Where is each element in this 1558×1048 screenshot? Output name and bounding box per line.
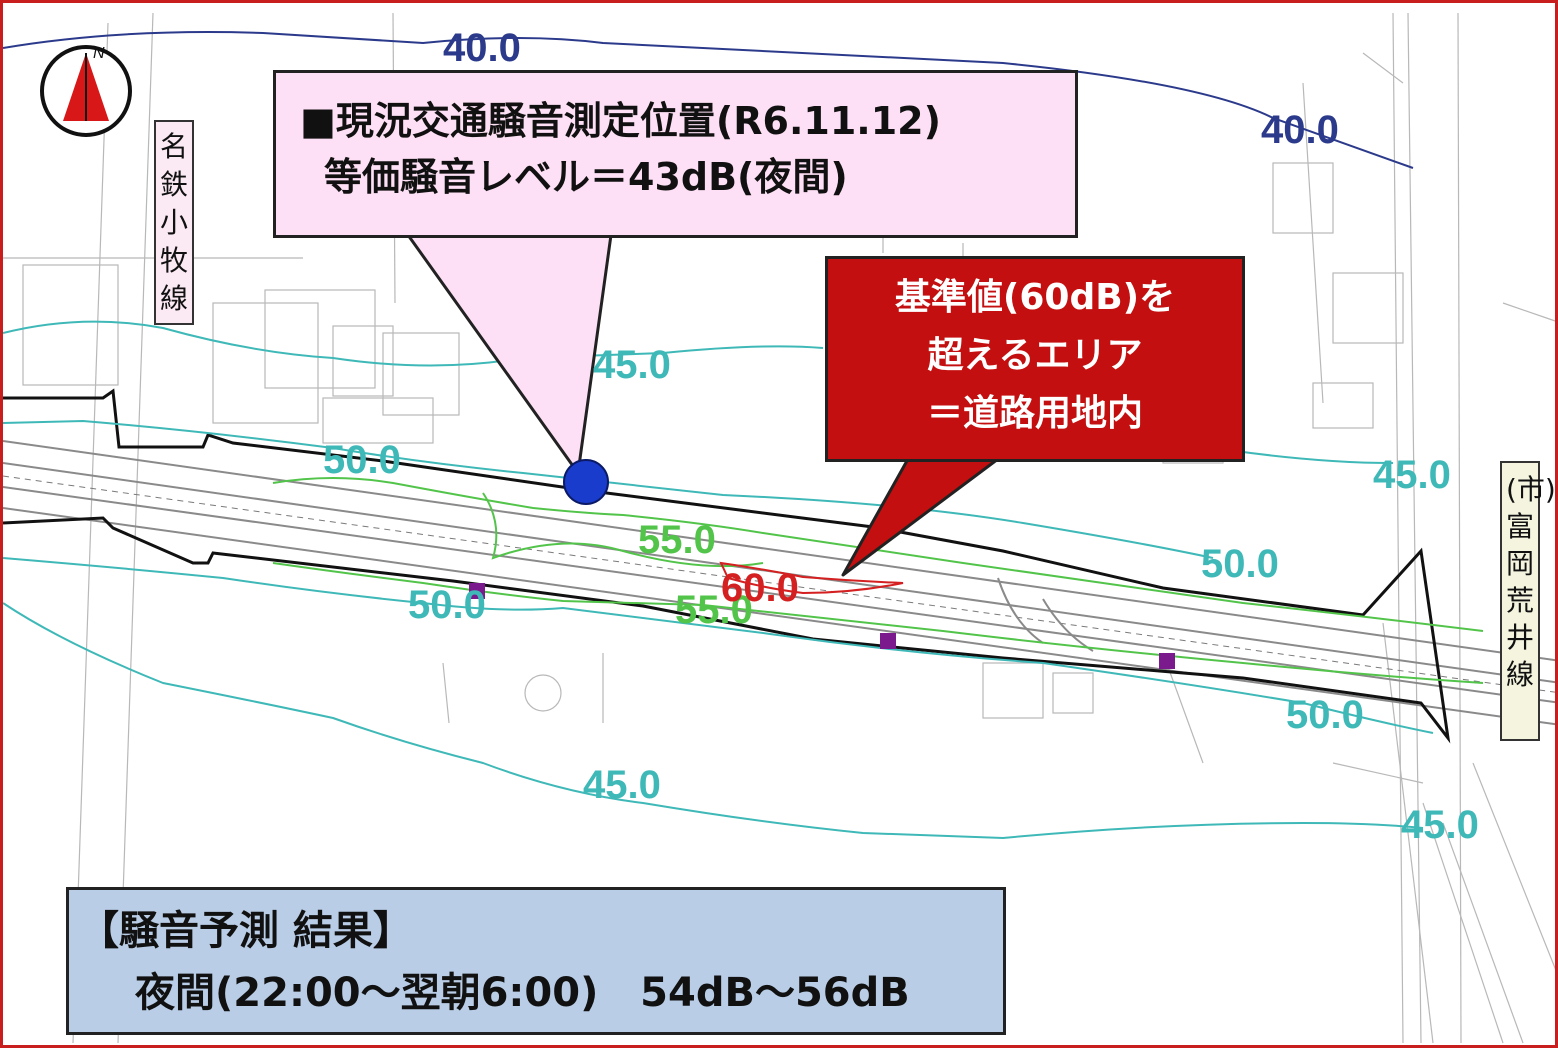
measurement-point-marker xyxy=(563,459,609,505)
contour-label-45-a: 45.0 xyxy=(593,343,671,387)
contour-label-45-c: 45.0 xyxy=(583,763,661,807)
city-road-label: (市)富岡荒井線 xyxy=(1500,461,1556,741)
contour-label-45-b: 45.0 xyxy=(1373,453,1451,497)
measurement-callout-level: 等価騒音レベル＝43dB(夜間) xyxy=(324,155,848,199)
contour-label-60: 60.0 xyxy=(721,566,799,610)
contour-label-55-a: 55.0 xyxy=(638,518,716,562)
measurement-callout-title: ■現況交通騒音測定位置(R6.11.12) xyxy=(300,99,941,143)
standard-callout-line3: ＝道路用地内 xyxy=(926,393,1143,434)
contour-label-45-d: 45.0 xyxy=(1401,803,1479,847)
contour-60 xyxy=(719,561,904,595)
rail-line-label: 名鉄小牧線 xyxy=(154,120,194,325)
base-plan-lines xyxy=(3,12,1555,1044)
result-title: 【騒音予測 結果】 xyxy=(79,908,413,954)
contour-label-50-a: 50.0 xyxy=(323,438,401,482)
road-boundary xyxy=(3,388,1451,744)
contour-label-50-b: 50.0 xyxy=(408,583,486,627)
standard-exceed-callout: 基準値(60dB)を 超えるエリア ＝道路用地内 xyxy=(825,256,1245,462)
contour-label-40-a: 40.0 xyxy=(443,26,521,70)
standard-callout-line2: 超えるエリア xyxy=(927,335,1143,376)
north-arrow-icon: N xyxy=(40,45,132,137)
receptor-marker-1 xyxy=(469,583,485,599)
compass-letter: N xyxy=(93,45,105,62)
measurement-callout: ■現況交通騒音測定位置(R6.11.12) 等価騒音レベル＝43dB(夜間) xyxy=(273,70,1078,238)
noise-prediction-result-box: 【騒音予測 結果】 夜間(22:00～翌朝6:00) 54dB～56dB xyxy=(66,887,1006,1035)
contour-40 xyxy=(3,31,1414,169)
contour-label-50-c: 50.0 xyxy=(1201,542,1279,586)
contour-labels: 40.0 40.0 45.0 45.0 45.0 45.0 50.0 50.0 … xyxy=(323,26,1479,847)
receptor-markers xyxy=(469,583,1175,669)
rail-line-label-text: 名鉄小牧線 xyxy=(160,130,189,315)
receptor-marker-2 xyxy=(880,633,896,649)
contour-55 xyxy=(272,477,1484,684)
standard-callout-line1: 基準値(60dB)を xyxy=(894,277,1176,318)
contour-50 xyxy=(3,419,1434,734)
contour-label-50-d: 50.0 xyxy=(1286,693,1364,737)
city-road-label-text: (市)富岡荒井線 xyxy=(1506,473,1556,691)
contour-label-40-b: 40.0 xyxy=(1261,108,1339,152)
noise-contour-map: 40.0 40.0 45.0 45.0 45.0 45.0 50.0 50.0 … xyxy=(3,12,1555,1044)
receptor-marker-3 xyxy=(1159,653,1175,669)
result-night-values: 夜間(22:00～翌朝6:00) 54dB～56dB xyxy=(135,970,910,1016)
contour-label-55-b: 55.0 xyxy=(675,588,753,632)
